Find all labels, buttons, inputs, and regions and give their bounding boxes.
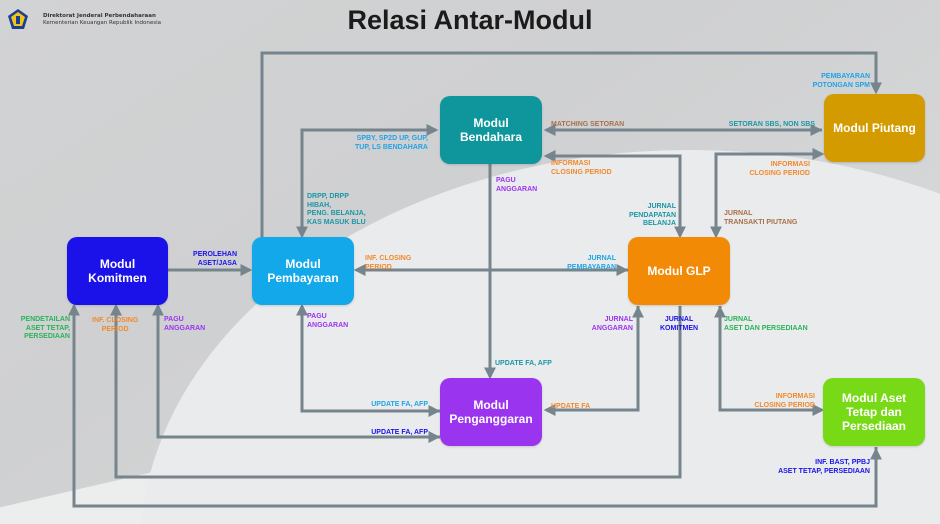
label-jurnal-aset: JURNAL ASET DAN PERSEDIAAN <box>724 316 808 332</box>
module-glp[interactable]: Modul GLP <box>628 237 730 305</box>
label-setoran-sbs: SETORAN SBS, NON SBS <box>728 121 815 128</box>
label-jurnal-transaksi-piutang: JURNAL TRANSAKTI PIUTANG <box>724 210 798 226</box>
module-glp-label: Modul GLP <box>647 264 711 278</box>
module-penganggaran[interactable]: Modul Penganggaran <box>440 378 542 446</box>
label-pagu-anggaran-pembayaran: PAGU ANGGARAN <box>307 313 349 329</box>
label-perolehan-aset: PEROLEHAN ASET/JASA <box>193 251 237 267</box>
line-aset-glp <box>714 305 760 412</box>
page-title: Relasi Antar-Modul <box>347 5 593 35</box>
label-inf-bast: INF. BAST, PPBJ ASET TETAP, PERSEDIAAN <box>778 459 870 475</box>
module-piutang[interactable]: Modul Piutang <box>824 94 925 162</box>
label-matching-setoran: MATCHING SETORAN <box>551 121 625 128</box>
module-bendahara-label: Modul Bendahara <box>459 116 523 144</box>
module-piutang-label: Modul Piutang <box>833 121 916 135</box>
module-penganggaran-label: Modul Penganggaran <box>449 398 533 426</box>
module-aset-label: Modul Aset Tetap dan Persediaan <box>841 391 907 433</box>
label-info-closing-piutang: INFORMASI CLOSING PERIOD <box>749 161 810 177</box>
line-penganggaran-glp <box>600 305 644 412</box>
label-info-closing-aset: INFORMASI CLOSING PERIOD <box>754 393 815 409</box>
label-pagu-anggaran-komitmen: PAGU ANGGARAN <box>164 316 206 332</box>
module-bendahara[interactable]: Modul Bendahara <box>440 96 542 164</box>
module-aset-tetap[interactable]: Modul Aset Tetap dan Persediaan <box>823 378 925 446</box>
label-update-fa-afp-left: UPDATE FA, AFP <box>371 401 428 408</box>
label-update-fa: UPDATE FA <box>551 403 591 410</box>
label-update-fa-afp-bottom: UPDATE FA, AFP <box>371 429 428 436</box>
label-drpp: DRPP, DRPP HIBAH, PENG. BELANJA, KAS MAS… <box>307 193 366 226</box>
label-info-closing-bendahara: INFORMASI CLOSING PERIOD <box>551 160 612 176</box>
label-pembayaran-potongan-spm: PEMBAYARAN POTONGAN SPM <box>812 73 870 89</box>
line-pembayaran-piutang <box>260 51 882 238</box>
label-jurnal-komitmen: JURNAL KOMITMEN <box>660 316 699 332</box>
line-komitmen-aset <box>600 447 882 508</box>
label-inf-closing-komitmen: INF. CLOSING PERIOD <box>92 317 139 333</box>
label-pendetailan-aset: PENDETAILAN ASET TETAP, PERSEDIAAN <box>20 316 70 340</box>
org-header: Direktorat Jenderal Perbendaharaan Kemen… <box>43 13 161 27</box>
label-update-fa-afp-top: UPDATE FA, AFP <box>495 360 552 367</box>
module-pembayaran[interactable]: Modul Pembayaran <box>252 237 354 305</box>
module-komitmen[interactable]: Modul Komitmen <box>67 237 168 305</box>
label-pagu-anggaran-bendahara: PAGU ANGGARAN <box>496 177 538 193</box>
label-jurnal-pendapatan: JURNAL PENDAPATAN BELANJA <box>628 203 676 227</box>
label-jurnal-anggaran: JURNAL ANGGARAN <box>591 316 633 332</box>
module-pembayaran-label: Modul Pembayaran <box>267 257 339 285</box>
org-name: Direktorat Jenderal Perbendaharaan <box>43 13 156 19</box>
module-komitmen-label: Modul Komitmen <box>88 257 147 285</box>
kemenkeu-logo-icon <box>8 9 28 29</box>
label-spby-sp2d: SPBY, SP2D UP, GUP, TUP, LS BENDAHARA <box>355 135 428 151</box>
label-inf-closing-pembayaran: INF. CLOSING PERIOD <box>365 255 412 271</box>
org-ministry: Kementerian Keuangan Republik Indonesia <box>43 20 162 26</box>
line-glp-komitmen <box>110 303 682 479</box>
label-jurnal-pembayaran: JURNAL PEMBAYARAN <box>567 255 616 271</box>
